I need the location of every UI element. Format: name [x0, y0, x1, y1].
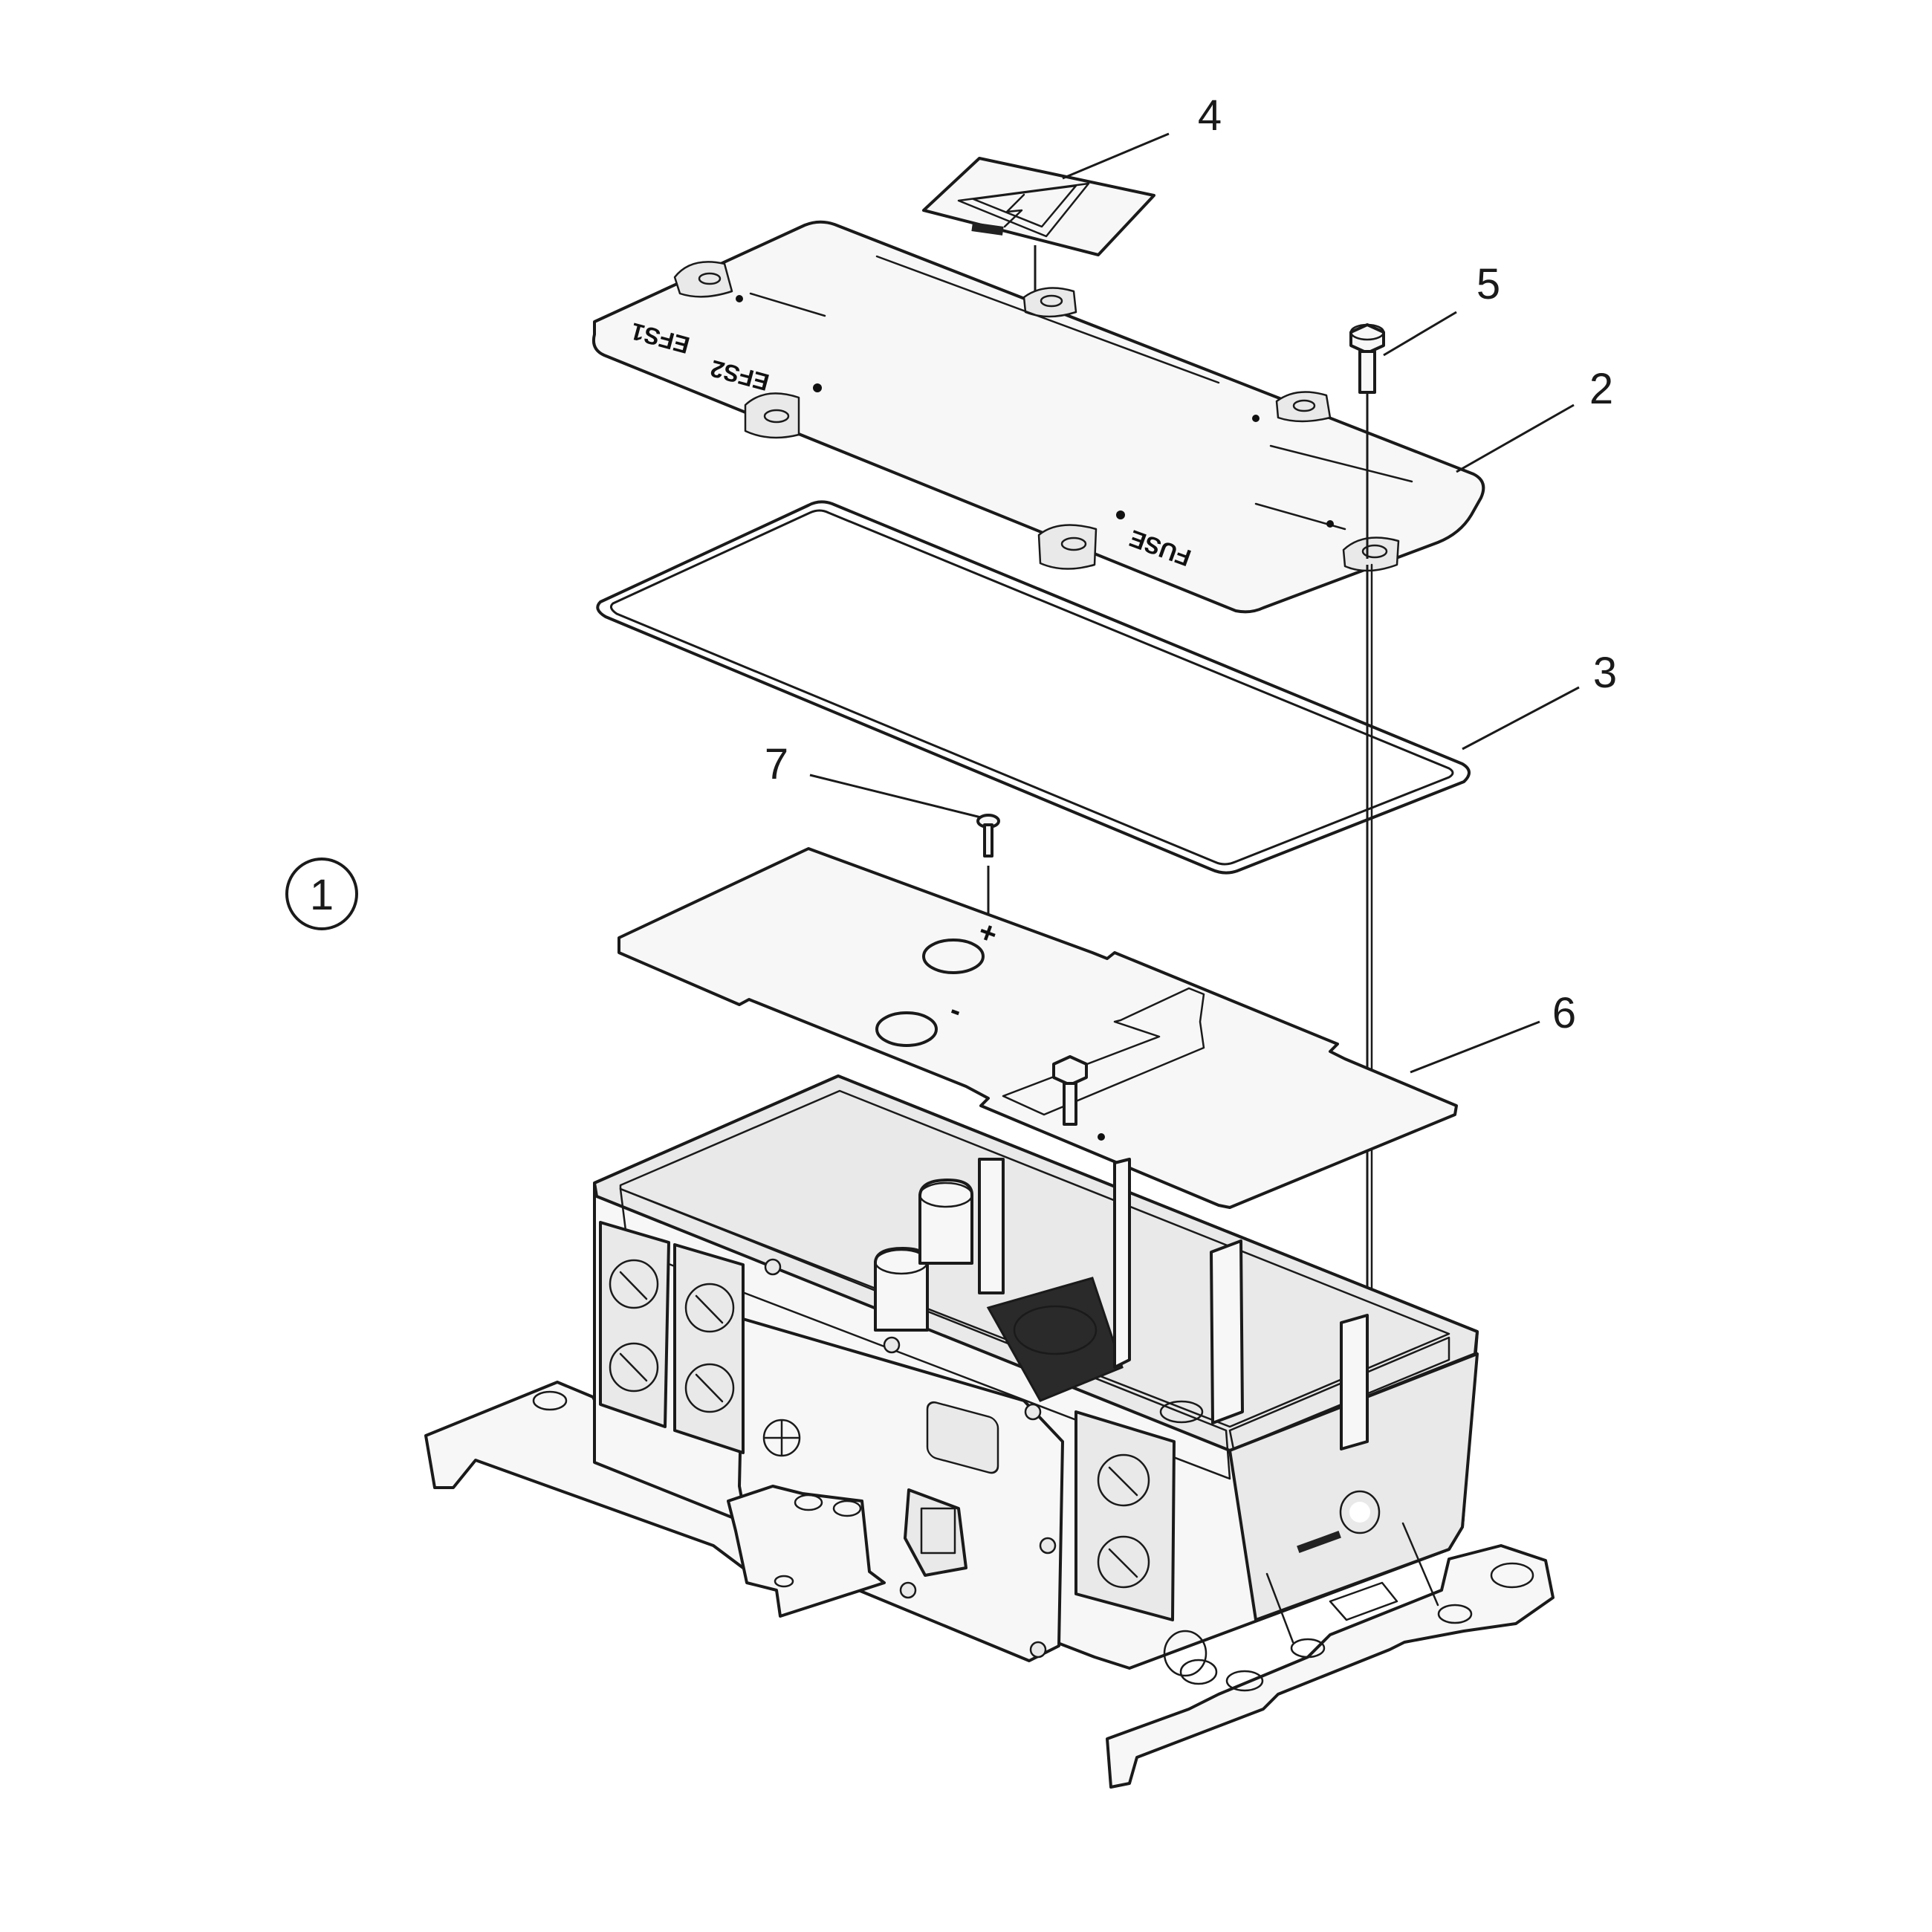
callout-5: 5	[1383, 260, 1500, 357]
callout-2-label: 2	[1589, 365, 1613, 413]
callout-7: 7	[765, 740, 982, 819]
callout-3: 3	[1462, 649, 1617, 751]
callout-6: 6	[1410, 989, 1576, 1074]
left-connector-block	[599, 1221, 745, 1454]
junction-box-housing	[424, 1074, 1555, 1789]
callout-6-label: 6	[1552, 989, 1576, 1037]
cover: EFS1 EFS2 FUSE	[591, 220, 1485, 614]
callout-3-label: 3	[1593, 649, 1617, 697]
view-marker-label: 1	[310, 871, 334, 919]
screw	[976, 814, 1000, 918]
right-connector-block	[1074, 1410, 1208, 1677]
insulation-sheet: + -	[617, 847, 1458, 1209]
callout-7-label: 7	[765, 740, 788, 788]
view-marker: 1	[285, 858, 358, 930]
callout-4: 4	[1062, 91, 1222, 180]
cover-bolt	[1349, 323, 1385, 1402]
callout-4-label: 4	[1198, 91, 1222, 140]
gasket	[596, 500, 1471, 875]
callout-2: 2	[1456, 365, 1613, 473]
callout-5-label: 5	[1476, 260, 1500, 308]
